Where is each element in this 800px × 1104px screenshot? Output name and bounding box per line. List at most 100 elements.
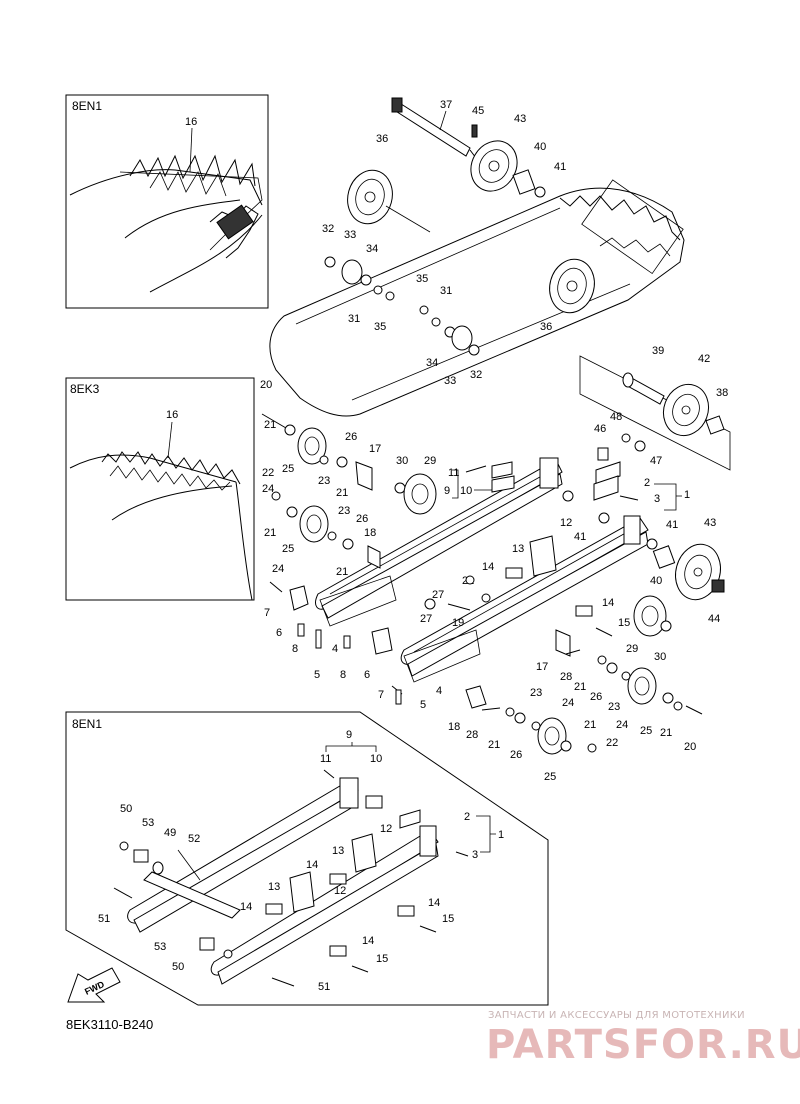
callout-7-b: 7 (378, 689, 384, 701)
callout-34-right: 34 (426, 357, 438, 369)
upper-right-assembly (579, 355, 731, 471)
callout-6-a: 6 (276, 627, 282, 639)
callout-32-left: 32 (322, 223, 334, 235)
wheel-36-left (347, 169, 393, 225)
callout-21-b: 21 (336, 487, 348, 499)
callout-24-d: 24 (562, 697, 574, 709)
callout-41-right: 41 (666, 519, 678, 531)
callout-21-e: 21 (574, 681, 586, 693)
callout-4-b: 4 (436, 685, 442, 697)
inset-middle-model: 8EK3 (70, 382, 100, 396)
callout-31-right: 31 (440, 285, 452, 297)
bottom-rails (127, 777, 439, 985)
callout-20-left: 20 (260, 379, 272, 391)
callout-21-d: 21 (336, 566, 348, 578)
callout-18-a: 18 (364, 527, 376, 539)
callout-32-right: 32 (470, 369, 482, 381)
callout-16-middle: 16 (166, 409, 178, 421)
axle-37 (391, 97, 477, 159)
callout-15-a: 15 (618, 617, 630, 629)
callout-37: 37 (440, 99, 452, 111)
callout-14-a: 14 (482, 561, 494, 573)
b-callout-50-a: 50 (120, 803, 132, 815)
callout-25-d: 25 (640, 725, 652, 737)
callout-8-b: 8 (340, 669, 346, 681)
callout-31-left: 31 (348, 313, 360, 325)
b-callout-14-d: 14 (362, 935, 374, 947)
callout-34-left: 34 (366, 243, 378, 255)
figure-code: 8EK3110-B240 (66, 1017, 154, 1032)
callout-40-right: 40 (650, 575, 662, 587)
callout-43-top: 43 (514, 113, 526, 125)
inset-bottom-model: 8EN1 (72, 717, 102, 731)
callout-30-a: 30 (396, 455, 408, 467)
callout-23-a: 23 (318, 475, 330, 487)
b-callout-1: 1 (498, 829, 504, 841)
callout-7-a: 7 (264, 607, 270, 619)
callout-6-b: 6 (364, 669, 370, 681)
b-callout-15-b: 15 (376, 953, 388, 965)
b-callout-2: 2 (464, 811, 470, 823)
callout-25-c: 25 (544, 771, 556, 783)
callout-21-g: 21 (660, 727, 672, 739)
callout-19: 19 (452, 617, 464, 629)
callout-35-right: 35 (416, 273, 428, 285)
b-callout-11: 11 (320, 753, 331, 765)
callout-9-a: 9 (444, 485, 450, 497)
callout-21-f: 21 (488, 739, 500, 751)
wheel-43-top (470, 140, 518, 192)
callout-23-b: 23 (338, 505, 350, 517)
b-callout-14-c: 14 (428, 897, 440, 909)
callout-21-c: 21 (264, 527, 276, 539)
callout-39: 39 (652, 345, 664, 357)
callout-48: 48 (610, 411, 622, 423)
callout-22-c: 22 (606, 737, 618, 749)
callout-12-a: 12 (560, 517, 572, 529)
callout-3-right: 3 (654, 493, 660, 505)
slide-rail-left (315, 457, 563, 619)
b-callout-3: 3 (472, 849, 478, 861)
fwd-arrow-icon: FWD (67, 967, 121, 1003)
b-callout-52: 52 (188, 833, 200, 845)
callout-11-a: 11 (448, 467, 459, 479)
inset-top-8en1: 8EN1 16 (65, 94, 269, 309)
callout-43-right: 43 (704, 517, 716, 529)
b-callout-13-b: 13 (268, 881, 280, 893)
callout-40-top: 40 (534, 141, 546, 153)
callout-33-right: 33 (444, 375, 456, 387)
callout-2-right: 2 (644, 477, 650, 489)
b-callout-13-a: 13 (332, 845, 344, 857)
callout-25-b: 25 (282, 543, 294, 555)
callout-17-a: 17 (369, 443, 381, 455)
b-callout-9: 9 (346, 729, 352, 741)
callout-36-left: 36 (376, 133, 388, 145)
callout-21-h: 21 (584, 719, 596, 731)
callout-23-c: 23 (608, 701, 620, 713)
b-callout-14-b: 14 (240, 901, 252, 913)
callout-26-b: 26 (356, 513, 368, 525)
callout-5-b: 5 (420, 699, 426, 711)
b-callout-49: 49 (164, 827, 176, 839)
callout-8-a: 8 (292, 643, 298, 655)
callout-24-c: 24 (616, 719, 628, 731)
b-callout-12-b: 12 (334, 885, 346, 897)
callout-18-b: 18 (448, 721, 460, 733)
callout-42: 42 (698, 353, 710, 365)
callout-45: 45 (472, 105, 484, 117)
b-callout-53-a: 53 (142, 817, 154, 829)
callout-28-a: 28 (560, 671, 572, 683)
callout-22-a: 22 (262, 467, 274, 479)
inset-bottom-8en1: 8EN1 (65, 711, 549, 1006)
callout-20-right: 20 (684, 741, 696, 753)
inset-middle-8ek3: 8EK3 16 (65, 377, 255, 601)
callout-13-a: 13 (512, 543, 524, 555)
callout-4-a: 4 (332, 643, 338, 655)
callout-1-right: 1 (684, 489, 690, 501)
callout-27-a: 27 (420, 613, 432, 625)
callout-26-d: 26 (510, 749, 522, 761)
callout-41-top: 41 (554, 161, 566, 173)
b-callout-51-b: 51 (318, 981, 330, 993)
callout-44: 44 (708, 613, 720, 625)
callout-17-b: 17 (536, 661, 548, 673)
